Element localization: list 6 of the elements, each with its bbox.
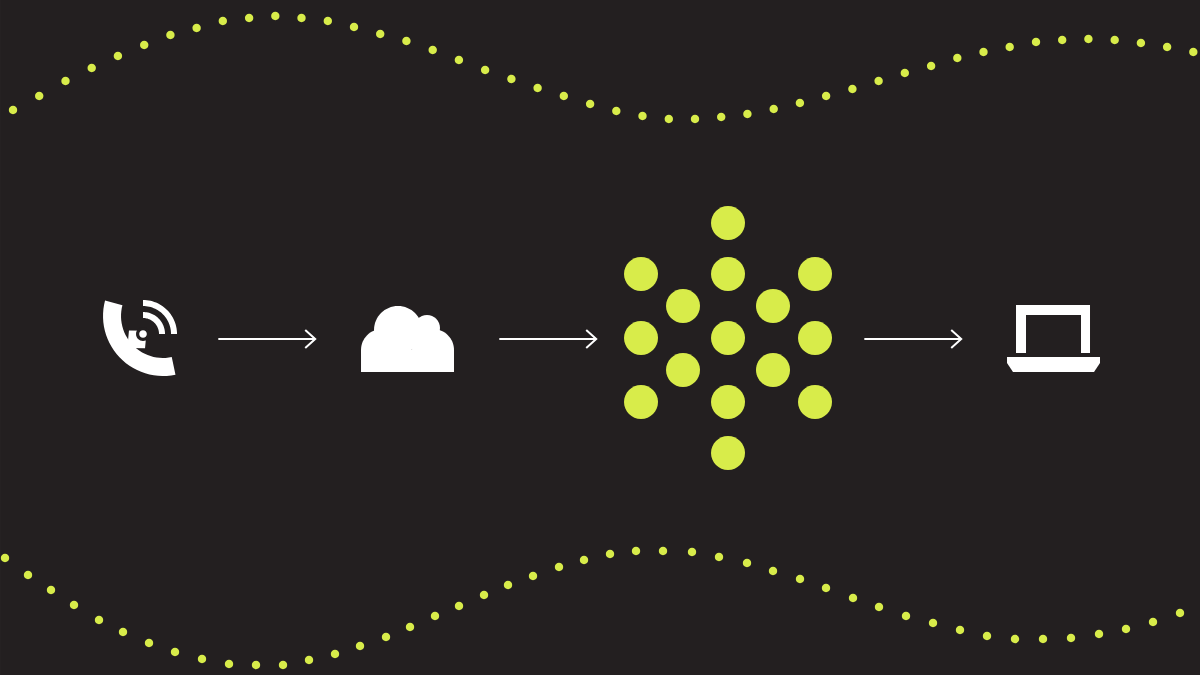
- arrow: [863, 329, 963, 349]
- arrow: [498, 329, 598, 349]
- laptop-icon: [1007, 305, 1100, 372]
- phone-icon: [103, 300, 177, 376]
- arrow: [217, 329, 317, 349]
- cloud-icon: [361, 306, 454, 372]
